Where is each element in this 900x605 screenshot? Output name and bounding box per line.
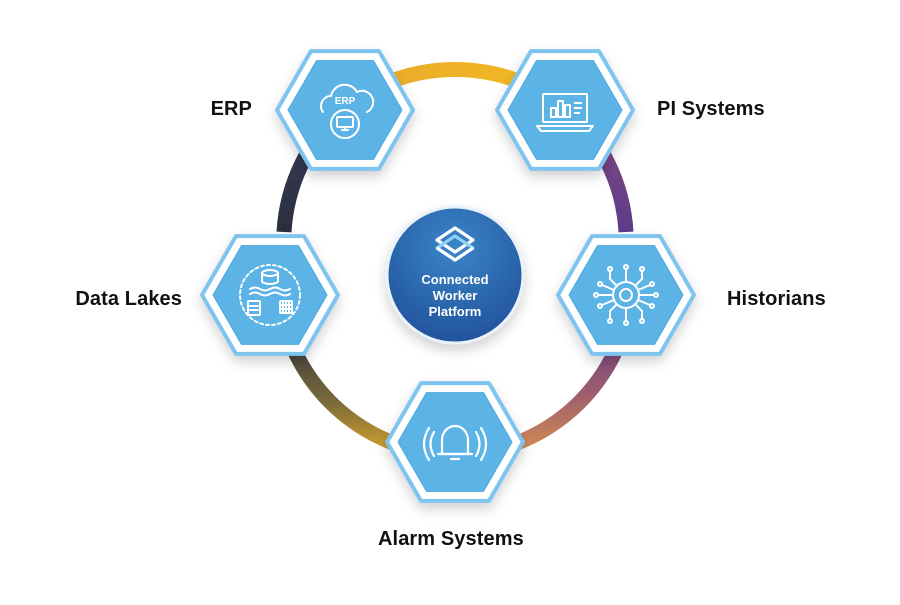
hex-fill-historians <box>568 245 684 345</box>
hex-nodes <box>200 49 696 503</box>
database-network-icon <box>239 264 301 326</box>
label-erp: ERP <box>210 98 252 120</box>
label-alarm-systems: Alarm Systems <box>378 528 524 550</box>
hex-node-alarm <box>385 381 525 503</box>
cloud-monitor-icon: ERP <box>320 83 375 139</box>
label-data-lakes: Data Lakes <box>75 288 182 310</box>
erp-badge: ERP <box>335 96 356 107</box>
hex-node-historians <box>556 234 696 356</box>
label-pi-systems: PI Systems <box>657 98 765 120</box>
hub-line-1: Connected <box>421 272 488 287</box>
hub-line-3: Platform <box>429 304 482 319</box>
hub-connected-worker-platform <box>385 205 525 345</box>
hub-line-2: Worker <box>433 288 478 303</box>
label-historians: Historians <box>727 288 826 310</box>
hub-logo-icon <box>435 226 475 262</box>
hex-fill-alarm <box>397 392 513 492</box>
alarm-bell-icon <box>422 424 488 462</box>
chip-circuit-icon <box>593 264 659 326</box>
laptop-chart-icon <box>536 93 594 132</box>
